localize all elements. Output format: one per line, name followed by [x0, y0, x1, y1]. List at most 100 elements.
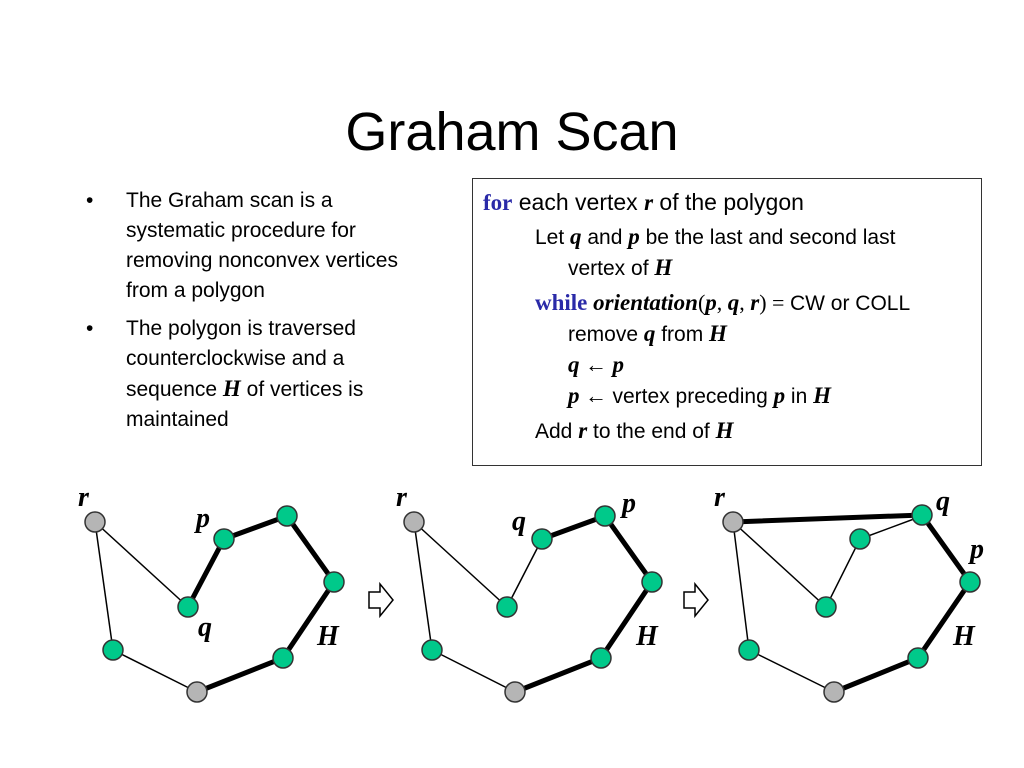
edge [94, 521, 114, 651]
node [213, 528, 235, 550]
node [323, 571, 345, 593]
algo-assign2-line: p ← vertex preceding p in H [483, 381, 981, 412]
hollow-right-arrow-icon [368, 581, 394, 619]
algo-text: vertex preceding [612, 385, 774, 408]
algo-var: q [727, 290, 740, 315]
algo-add-line: Add r to the end of H [483, 416, 981, 447]
algo-var: p [612, 352, 625, 377]
label-p: p [194, 503, 210, 534]
algo-text: and [581, 226, 629, 249]
algo-var: H [813, 383, 831, 408]
node [276, 505, 298, 527]
algo-text: of the polygon [653, 189, 804, 215]
edge [112, 649, 198, 693]
bullet-text: The Graham scan is a systematic procedur… [126, 189, 398, 302]
algo-text: ( [697, 290, 706, 315]
keyword-for: for [483, 190, 513, 215]
algo-text: vertex of [568, 257, 655, 280]
node [849, 528, 871, 550]
node [504, 681, 526, 703]
bullet-dot: • [86, 317, 94, 340]
algo-text: CW or COLL [789, 292, 911, 315]
algo-text: to the end of [587, 420, 716, 443]
algo-let-cont: vertex of H [535, 253, 981, 284]
algo-var: p [773, 383, 786, 408]
node [496, 596, 518, 618]
edge [732, 521, 827, 608]
edge [94, 521, 189, 608]
algo-let-line: Let q and p be the last and second last … [483, 222, 981, 284]
algo-var: H [709, 321, 727, 346]
bullet-var: H [222, 376, 241, 401]
algo-var: H [654, 255, 673, 280]
algo-text: remove [568, 323, 644, 346]
algo-remove-line: remove q from H [483, 319, 981, 350]
edge [431, 649, 516, 693]
node [738, 639, 760, 661]
edge [506, 538, 543, 608]
algo-text: in [785, 385, 814, 408]
node [102, 639, 124, 661]
bullet-item: • The Graham scan is a systematic proced… [86, 186, 426, 306]
bullet-item: • The polygon is traversed counterclockw… [86, 314, 426, 435]
left-arrow-icon: ← [579, 383, 613, 408]
algo-var: r [750, 290, 760, 315]
bullet-list: • The Graham scan is a systematic proced… [86, 186, 426, 443]
label-q: q [512, 506, 526, 537]
algo-text: be the last and second last [639, 226, 896, 249]
bullet-dot: • [86, 189, 94, 212]
algorithm-box: for each vertex r of the polygon Let q a… [472, 178, 982, 466]
node [815, 596, 837, 618]
algo-text: each vertex [512, 189, 645, 215]
left-arrow-icon: ← [579, 352, 613, 377]
label-H: H [316, 621, 340, 652]
node [531, 528, 553, 550]
node [911, 504, 933, 526]
node [959, 571, 981, 593]
label-r: r [714, 482, 726, 513]
start-node [722, 511, 744, 533]
diagram-2: r q p H [396, 482, 663, 703]
algo-text: ) = [759, 290, 790, 315]
algo-var: H [715, 418, 734, 443]
algo-while-line: while orientation(p, q, r) = CW or COLL [483, 288, 981, 319]
node [272, 647, 294, 669]
label-r: r [396, 482, 408, 513]
start-node [403, 511, 425, 533]
algo-var: q [570, 224, 582, 249]
label-H: H [952, 621, 976, 652]
algo-text: , [739, 290, 751, 315]
algo-text: Add [535, 420, 579, 443]
algo-var: r [578, 418, 588, 443]
label-r: r [78, 482, 90, 513]
node [823, 681, 845, 703]
node [590, 647, 612, 669]
edge [859, 515, 923, 540]
label-q: q [198, 612, 212, 643]
algo-var: p [628, 224, 640, 249]
node [421, 639, 443, 661]
bullet-text: The polygon is traversed counterclockwis… [126, 317, 356, 401]
edge [413, 521, 508, 608]
diagram-3: r q p H [714, 482, 984, 703]
algo-text: from [655, 323, 710, 346]
algo-assign1-line: q ← p [483, 350, 981, 381]
algo-var: p [705, 290, 717, 315]
algo-for-line: for each vertex r of the polygon [483, 187, 981, 218]
edge [825, 538, 861, 608]
page-title: Graham Scan [345, 102, 679, 162]
algo-var: q [568, 352, 580, 377]
node [907, 647, 929, 669]
start-node [84, 511, 106, 533]
algo-var: q [643, 321, 656, 346]
algo-var: r [644, 190, 654, 215]
node [641, 571, 663, 593]
node [594, 505, 616, 527]
hollow-right-arrow-icon [683, 581, 709, 619]
label-p: p [968, 534, 984, 565]
node [177, 596, 199, 618]
algo-var: p [568, 383, 580, 408]
keyword-while: while [535, 290, 588, 315]
node [186, 681, 208, 703]
